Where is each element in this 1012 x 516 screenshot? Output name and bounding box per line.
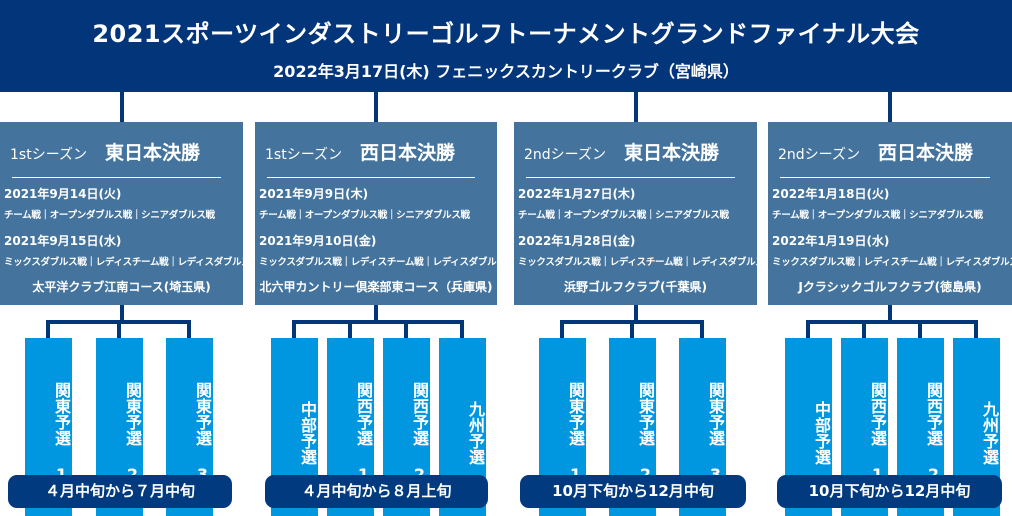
- connector-line: [460, 320, 464, 338]
- connector-line: [862, 320, 866, 338]
- qualifier-label: 九州予選: [980, 401, 999, 465]
- events-2: ミックスダブルス戦｜レディスチーム戦｜レディスダブルス戦: [772, 257, 1012, 268]
- event-title: 2021スポーツインダストリーゴルフトーナメントグランドファイナル大会: [92, 20, 920, 48]
- connector-line: [120, 92, 124, 122]
- date-1: 2022年1月18日(火): [772, 187, 890, 201]
- season-label: 1stシーズン: [265, 147, 342, 163]
- date-2: 2022年1月28日(金): [518, 234, 636, 248]
- final-card: 1stシーズン 東日本決勝 2021年9月14日(火) チーム戦｜オープンダブルス戦｜…: [0, 122, 260, 305]
- connector-line: [46, 320, 50, 338]
- event-subtitle: 2022年3月17日(木) フェニックスカントリークラブ（宮崎県）: [273, 62, 739, 81]
- qualifier-label: 中部予選: [812, 401, 831, 465]
- connector-line: [348, 320, 352, 338]
- region-label: 東日本決勝: [623, 142, 719, 164]
- connector-line: [404, 320, 408, 338]
- qualifier-label: 関東予選 3: [193, 382, 212, 484]
- events-1: チーム戦｜オープンダブルス戦｜シニアダブルス戦: [772, 210, 983, 221]
- qualifier-label: 関西予選 2: [410, 382, 429, 484]
- connector-line: [806, 320, 978, 324]
- final-card: 1stシーズン 西日本決勝 2021年9月9日(木) チーム戦｜オープンダブルス戦｜シ…: [255, 122, 515, 305]
- connector-line: [700, 320, 704, 338]
- card-title: 2ndシーズン 東日本決勝: [524, 138, 719, 165]
- connector-line: [974, 320, 978, 338]
- date-2: 2021年9月10日(金): [259, 234, 377, 248]
- date-2: 2021年9月15日(水): [4, 234, 122, 248]
- connector-line: [630, 320, 634, 338]
- connector-line: [117, 320, 121, 338]
- connector-line: [187, 320, 191, 338]
- events-2: ミックスダブルス戦｜レディスチーム戦｜レディスダブルス戦: [259, 257, 515, 268]
- connector-line: [120, 305, 124, 322]
- region-label: 西日本決勝: [877, 142, 973, 164]
- events-2: ミックスダブルス戦｜レディスチーム戦｜レディスダブルス戦: [518, 257, 774, 268]
- connector-line: [918, 320, 922, 338]
- date-1: 2021年9月9日(木): [259, 187, 369, 201]
- events-1: チーム戦｜オープンダブルス戦｜シニアダブルス戦: [4, 210, 215, 221]
- period-badge: 10月下旬から12月中旬: [777, 475, 1002, 508]
- event-header: 2021スポーツインダストリーゴルフトーナメントグランドファイナル大会 2022…: [0, 0, 1012, 92]
- events-2: ミックスダブルス戦｜レディスチーム戦｜レディスダブルス戦: [4, 257, 260, 268]
- date-1: 2021年9月14日(火): [4, 187, 122, 201]
- qualifier-label: 関東予選 2: [636, 382, 655, 484]
- period-badge: ４月中旬から８月上旬: [265, 475, 488, 508]
- connector-line: [888, 92, 892, 122]
- qualifier-label: 関東予選 2: [123, 382, 142, 484]
- period-badge: 10月下旬から12月中旬: [520, 475, 746, 508]
- qualifier-label: 関東予選 1: [52, 382, 71, 484]
- season-label: 1stシーズン: [10, 147, 87, 163]
- final-card: 2ndシーズン 西日本決勝 2022年1月18日(火) チーム戦｜オープンダブルス戦｜…: [768, 122, 1012, 305]
- qualifier-label: 関東予選 1: [566, 382, 585, 484]
- date-1: 2022年1月27日(木): [518, 187, 636, 201]
- date-2: 2022年1月19日(水): [772, 234, 890, 248]
- divider: [526, 177, 735, 178]
- connector-line: [806, 320, 810, 338]
- region-label: 東日本決勝: [105, 142, 201, 164]
- qualifier-label: 関西予選 2: [924, 382, 943, 484]
- qualifier-label: 関西予選 1: [868, 382, 887, 484]
- venue: 浜野ゴルフクラブ(千葉県): [564, 280, 707, 294]
- venue: Jクラシックゴルフクラブ(徳島県): [798, 280, 982, 294]
- connector-line: [374, 92, 378, 122]
- card-title: 2ndシーズン 西日本決勝: [778, 138, 973, 165]
- divider: [267, 177, 475, 178]
- qualifier-label: 九州予選: [466, 401, 485, 465]
- season-label: 2ndシーズン: [778, 147, 860, 163]
- venue: 北六甲カントリー倶楽部東コース（兵庫県): [259, 280, 493, 294]
- card-title: 1stシーズン 西日本決勝: [265, 138, 455, 165]
- connector-line: [374, 305, 378, 322]
- connector-line: [634, 305, 638, 322]
- connector-line: [888, 305, 892, 322]
- divider: [12, 177, 221, 178]
- qualifier-label: 中部予選: [298, 401, 317, 465]
- venue: 太平洋クラブ江南コース(埼玉県): [32, 280, 211, 294]
- events-1: チーム戦｜オープンダブルス戦｜シニアダブルス戦: [518, 210, 729, 221]
- divider: [780, 177, 990, 178]
- qualifier-label: 関東予選 3: [706, 382, 725, 484]
- connector-line: [292, 320, 296, 338]
- connector-line: [292, 320, 464, 324]
- connector-line: [634, 92, 638, 122]
- qualifier-label: 関西予選 1: [354, 382, 373, 484]
- season-label: 2ndシーズン: [524, 147, 606, 163]
- events-1: チーム戦｜オープンダブルス戦｜シニアダブルス戦: [259, 210, 470, 221]
- region-label: 西日本決勝: [360, 142, 456, 164]
- connector-line: [560, 320, 564, 338]
- card-title: 1stシーズン 東日本決勝: [10, 138, 200, 165]
- final-card: 2ndシーズン 東日本決勝 2022年1月27日(木) チーム戦｜オープンダブルス戦｜…: [514, 122, 774, 305]
- period-badge: ４月中旬から７月中旬: [8, 475, 232, 508]
